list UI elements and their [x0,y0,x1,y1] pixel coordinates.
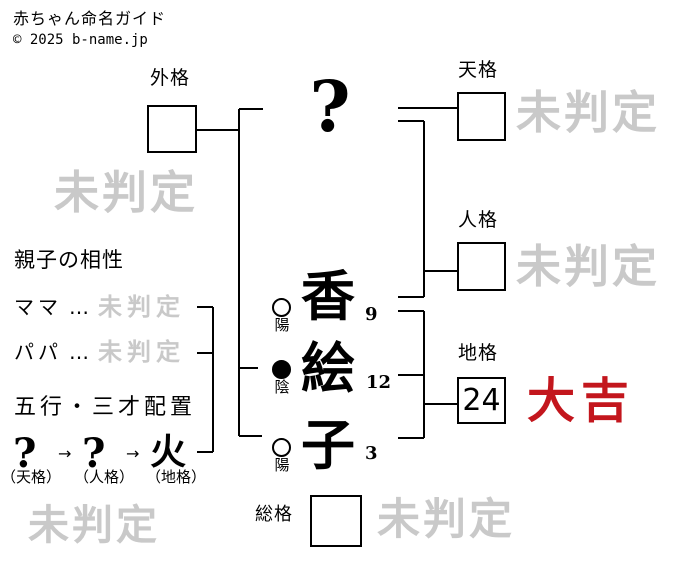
polarity-label-1: 陽 [274,316,290,334]
polarity-circle-1 [272,298,291,317]
name-char-1: 香 [301,264,355,328]
stroke-count-3: 3 [365,443,378,464]
copyright-text: © 2025 b-name.jp [13,32,148,48]
page-title: 赤ちゃん命名ガイド [13,9,167,28]
name-char-2: 絵 [301,336,355,400]
compat-row-mama-ellipsis: … [69,295,89,319]
gaikaku-label: 外格 [150,67,191,89]
tenkaku-result-watermark: 未判定 [516,86,661,139]
bottom-left-watermark: 未判定 [28,501,160,549]
gogyou-arrow-2: → [126,444,140,463]
gogyou-element-1: ? [13,430,37,477]
chikaku-value: 24 [462,383,501,418]
compatibility-heading: 親子の相性 [14,248,124,272]
polarity-label-2: 陰 [274,378,290,396]
chikaku-result-text: 大吉 [527,373,636,429]
gogyou-element-2: ? [82,430,106,477]
chikaku-bracket [398,310,457,439]
gaikaku-bracket [197,108,263,437]
polarity-circle-2 [272,360,291,379]
soukaku-label: 総格 [255,504,293,525]
compat-row-papa-result: 未判定 [98,337,185,366]
compat-row-mama-result: 未判定 [98,292,185,321]
surname-char: ? [309,65,351,148]
tenkaku-value-box [457,92,506,141]
stroke-count-2: 12 [366,372,392,393]
jinkaku-bracket [398,120,457,298]
tenkaku-label: 天格 [458,59,499,81]
polarity-circle-3 [272,438,291,457]
gogyou-source-1: （天格） [1,468,62,486]
chikaku-label: 地格 [458,342,499,364]
gogyou-arrow-1: → [58,444,72,463]
stroke-count-1: 9 [365,304,378,325]
gogyou-heading: 五行・三才配置 [14,395,197,420]
gogyou-element-3: 火 [150,431,187,473]
polarity-label-3: 陽 [274,456,290,474]
name-char-3: 子 [301,413,355,477]
gaikaku-value-box [147,105,197,153]
gaikaku-result-watermark: 未判定 [54,166,199,219]
compat-row-papa-ellipsis: … [69,340,89,364]
compat-row-papa-label: パパ [14,340,62,364]
jinkaku-value-box [457,242,506,291]
gogyou-source-3: （地格） [146,468,207,486]
gogyou-source-2: （人格） [74,468,135,486]
soukaku-value-box [310,495,362,547]
soukaku-result-watermark: 未判定 [377,495,515,545]
compat-bracket [197,306,214,453]
jinkaku-result-watermark: 未判定 [516,240,661,293]
chikaku-value-box: 24 [457,377,506,424]
jinkaku-label: 人格 [458,209,499,231]
compat-row-mama-label: ママ [14,295,62,319]
